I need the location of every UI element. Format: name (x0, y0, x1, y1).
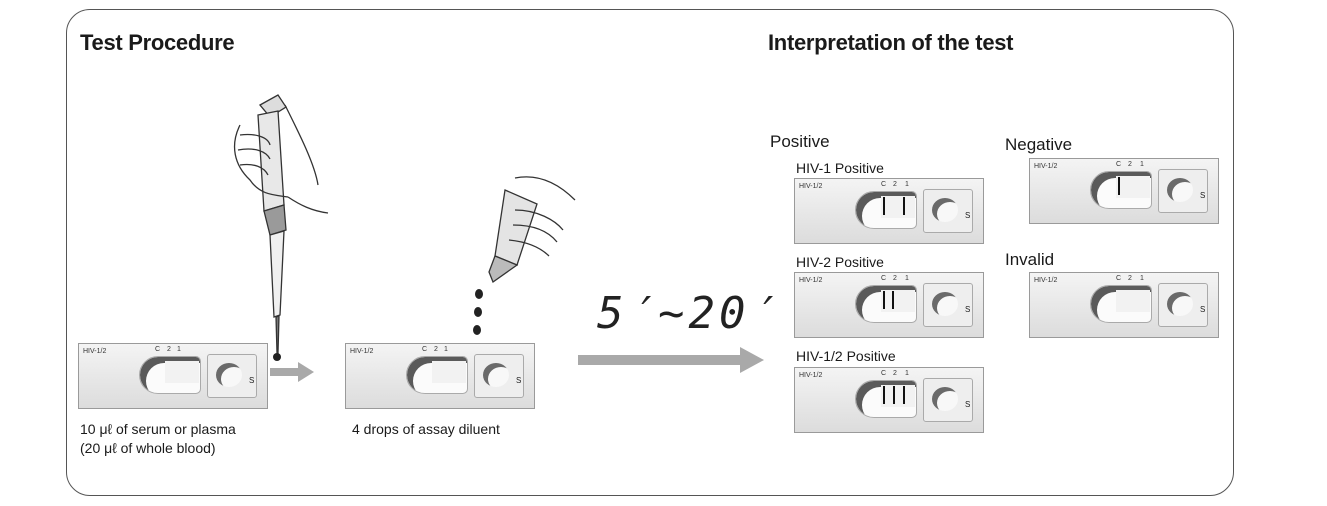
negative-label: Negative (1005, 135, 1073, 154)
step1-caption: 10 μℓ of serum or plasma (20 μℓ of whole… (80, 421, 236, 456)
interpretation-heading: Interpretation of the test (768, 30, 1014, 55)
cassette-hiv2-positive: HIV-1/2 C 2 1 S (794, 272, 984, 338)
hiv12-positive-label: HIV-1/2 Positive (796, 348, 896, 364)
arrow-right-icon (270, 362, 314, 382)
cassette-hiv1-positive: HIV-1/2 C 2 1 S (794, 178, 984, 244)
test-cassette-step1: HIV-1/2 C 2 1 S (78, 343, 268, 409)
diagram-frame (66, 9, 1234, 496)
positive-label: Positive (770, 132, 830, 151)
cassette-invalid: HIV-1/2 C 2 1 S (1029, 272, 1219, 338)
invalid-label: Invalid (1005, 250, 1055, 269)
test-cassette-step2: HIV-1/2 C 2 1 S (345, 343, 535, 409)
incubation-timer: 5′~20′ (597, 288, 780, 339)
procedure-heading: Test Procedure (80, 30, 235, 55)
arrow-right-icon (578, 347, 764, 373)
cassette-negative: HIV-1/2 C 2 1 S (1029, 158, 1219, 224)
hiv2-positive-label: HIV-2 Positive (796, 254, 884, 270)
hiv1-positive-label: HIV-1 Positive (796, 160, 884, 176)
step2-caption: 4 drops of assay diluent (352, 421, 500, 437)
cassette-hiv12-positive: HIV-1/2 C 2 1 S (794, 367, 984, 433)
pipette-illustration (233, 94, 329, 361)
dropper-illustration (472, 176, 576, 353)
